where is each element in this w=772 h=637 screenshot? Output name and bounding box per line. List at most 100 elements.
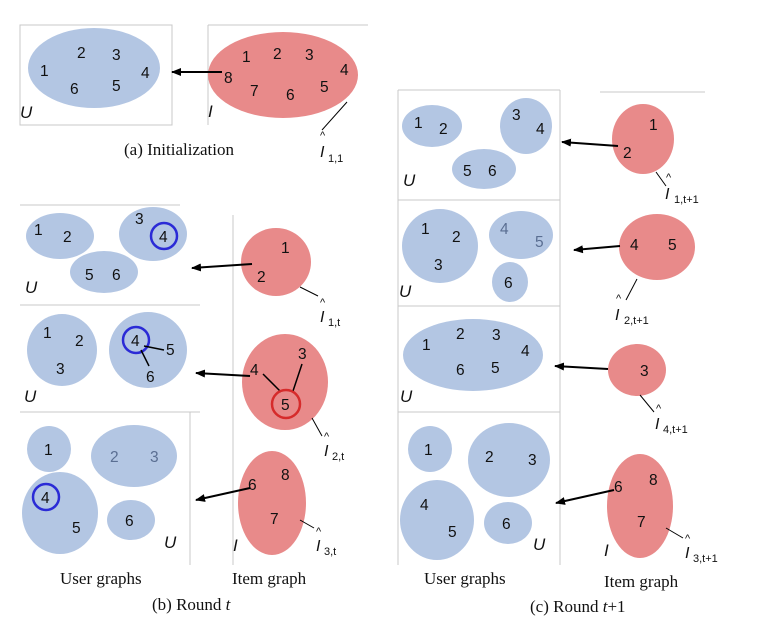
node-label: 5	[112, 78, 121, 95]
arrow-b2	[195, 369, 251, 378]
node-label: 3	[112, 47, 121, 64]
i-hat-subscript: 2,t	[332, 451, 344, 463]
user-cluster	[408, 426, 452, 472]
item-set-label: I	[604, 541, 609, 560]
node-label: 5	[72, 520, 81, 537]
user-cluster	[403, 319, 543, 391]
i-hat-caret: ^	[324, 431, 330, 443]
node-label: 2	[75, 333, 84, 350]
node-label: 4	[250, 362, 259, 379]
user-cluster	[402, 209, 478, 283]
node-label: 3	[528, 452, 537, 469]
user-cluster	[492, 262, 528, 302]
node-label: 8	[281, 467, 290, 484]
i-hat-caret: ^	[320, 297, 326, 309]
user-cluster	[26, 213, 94, 259]
i-hat-caret: ^	[616, 293, 622, 305]
node-label: 2	[273, 46, 282, 63]
node-label: 1	[40, 63, 49, 80]
node-label: 1	[34, 222, 43, 239]
item-cluster	[619, 214, 695, 280]
user-set-label: U	[25, 278, 38, 297]
node-label: 7	[270, 511, 279, 528]
i-hat-subscript: 4,t+1	[663, 424, 688, 436]
i-hat-subscript: 2,t+1	[624, 315, 649, 327]
user-cluster	[400, 480, 474, 560]
node-label: 6	[146, 369, 155, 386]
panel-b: 1 2 3 4 5 6 U 1 2 ^ I 1,t 1 2 3 4 5 6 U …	[20, 204, 344, 614]
caption-user-graphs: User graphs	[60, 569, 142, 588]
user-cluster-a	[28, 28, 160, 108]
callout-line	[321, 101, 348, 131]
node-label: 7	[637, 514, 646, 531]
arrow-c2	[573, 245, 621, 254]
user-cluster	[27, 426, 71, 472]
node-label: 1	[414, 115, 423, 132]
caption-b: (b) Round t	[152, 595, 232, 614]
user-cluster	[402, 105, 462, 147]
node-label: 4	[340, 62, 349, 79]
i-hat-subscript: 1,t+1	[674, 194, 699, 206]
i-hat-symbol: I	[615, 307, 620, 324]
arrow-b1	[191, 263, 253, 272]
node-label: 8	[224, 70, 233, 87]
node-label: 6	[614, 479, 623, 496]
i-hat-subscript: 3,t+1	[693, 553, 718, 565]
node-label: 2	[77, 45, 86, 62]
node-label: 3	[56, 361, 65, 378]
i-hat-caret: ^	[656, 403, 662, 415]
node-label: 6	[456, 362, 465, 379]
node-label: 3	[492, 327, 501, 344]
callout-line	[655, 171, 667, 187]
node-label: 1	[281, 240, 290, 257]
node-label: 4	[521, 343, 530, 360]
user-cluster	[489, 211, 553, 259]
node-label-faded: 5	[535, 234, 544, 251]
callout-line	[299, 519, 315, 529]
arrow-b3	[195, 487, 251, 502]
i-hat-caret: ^	[320, 130, 326, 142]
user-set-label: U	[20, 103, 33, 122]
item-edge	[262, 373, 282, 393]
node-label: 4	[420, 497, 429, 514]
highlighted-user-node	[31, 482, 61, 512]
i-hat-caret: ^	[685, 533, 691, 545]
node-label: 5	[448, 524, 457, 541]
node-label: 3	[512, 107, 521, 124]
caption-c: (c) Round t+1	[530, 597, 626, 616]
caption-user-graphs: User graphs	[424, 569, 506, 588]
node-label: 7	[250, 83, 259, 100]
user-set-label: U	[403, 171, 416, 190]
i-hat-symbol: I	[665, 186, 670, 203]
callout-line	[299, 286, 319, 297]
user-cluster	[27, 314, 97, 386]
node-label: 3	[640, 363, 649, 380]
i-hat-symbol: I	[655, 416, 660, 433]
node-label: 4	[536, 121, 545, 138]
user-cluster	[109, 312, 187, 388]
user-cluster	[500, 98, 552, 154]
node-label: 6	[112, 267, 121, 284]
arrow-c3	[554, 362, 609, 371]
node-label: 1	[44, 442, 53, 459]
item-cluster	[241, 228, 311, 296]
node-label: 1	[421, 221, 430, 238]
node-label-faded: 3	[150, 449, 159, 466]
callout-line	[665, 527, 684, 539]
node-label: 2	[257, 269, 266, 286]
item-cluster	[238, 451, 306, 555]
highlighted-user-node	[149, 221, 179, 251]
node-label: 5	[166, 342, 175, 359]
node-label: 1	[43, 325, 52, 342]
callout-line	[625, 278, 638, 301]
node-label: 3	[135, 211, 144, 228]
i-hat-symbol: I	[324, 443, 329, 460]
user-cluster	[452, 149, 516, 189]
node-label: 5	[281, 397, 290, 414]
user-cluster	[70, 251, 138, 293]
user-cluster	[468, 423, 550, 497]
node-label: 4	[131, 333, 140, 350]
i-hat-caret: ^	[666, 172, 672, 184]
node-label: 5	[463, 163, 472, 180]
node-label: 3	[434, 257, 443, 274]
